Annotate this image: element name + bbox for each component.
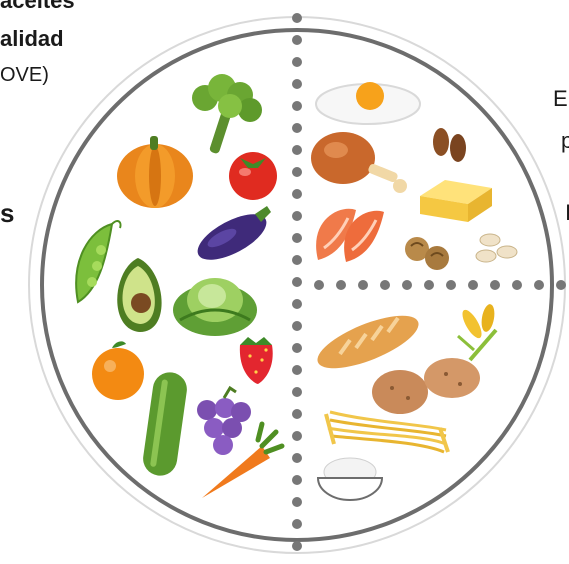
divider-dot (424, 280, 434, 290)
divider-dot (512, 280, 522, 290)
divider-dot (292, 277, 302, 287)
right-text-line-1: El (553, 86, 569, 112)
divider-dot (292, 409, 302, 419)
divider-dot (314, 280, 324, 290)
divider-dot (292, 475, 302, 485)
divider-dot (292, 497, 302, 507)
divider-dot (292, 387, 302, 397)
divider-dot (292, 343, 302, 353)
left-text-line-2: alidad (0, 26, 64, 52)
left-text-line-3: OVE) (0, 64, 49, 87)
divider-dot (336, 280, 346, 290)
divider-dot (358, 280, 368, 290)
divider-dot (380, 280, 390, 290)
divider-dot (292, 541, 302, 551)
divider-dot (292, 13, 302, 23)
divider-dot (534, 280, 544, 290)
divider-dot (292, 167, 302, 177)
divider-dot (446, 280, 456, 290)
divider-dot (292, 57, 302, 67)
left-text-line-4: s (0, 198, 14, 229)
divider-dot (468, 280, 478, 290)
divider-dot (292, 453, 302, 463)
divider-dot (292, 299, 302, 309)
divider-dot (292, 189, 302, 199)
divider-dot (402, 280, 412, 290)
divider-dot (556, 280, 566, 290)
divider-dot (292, 35, 302, 45)
divider-dot (292, 255, 302, 265)
divider-dot (292, 431, 302, 441)
right-text-line-3: I (565, 200, 569, 226)
divider-dot (292, 365, 302, 375)
divider-dot (292, 519, 302, 529)
divider-dot (292, 321, 302, 331)
left-text-line-1: aceites (0, 0, 75, 14)
divider-dot (490, 280, 500, 290)
divider-dot (292, 79, 302, 89)
divider-dot (292, 233, 302, 243)
divider-dot (292, 101, 302, 111)
divider-dot (292, 123, 302, 133)
divider-dot (292, 145, 302, 155)
right-text-line-2: p (561, 128, 569, 154)
divider-dot (292, 211, 302, 221)
tomato-icon (229, 152, 277, 200)
rice-bowl-icon (318, 458, 382, 500)
